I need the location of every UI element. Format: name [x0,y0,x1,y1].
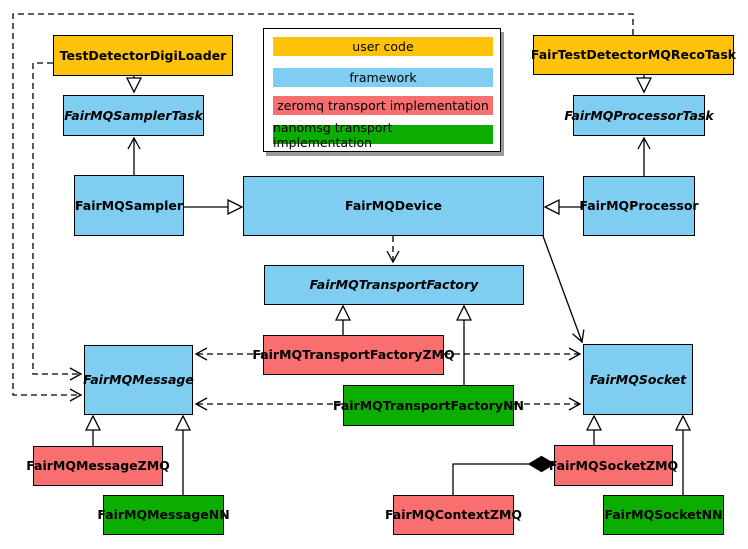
node-fairmqsampler: FairMQSampler [74,175,184,236]
node-fairmqsamplertask: FairMQSamplerTask [63,95,204,136]
edge-device-socket [542,235,585,344]
legend-item-user-code: user code [273,37,493,56]
legend-item-framework: framework [273,68,493,87]
edge-recotask-message [12,13,634,402]
node-fairmqsocketzmq: FairMQSocketZMQ [549,445,678,486]
node-fairtestdetectormqrecotask: FairTestDetectorMQRecoTask [531,35,736,75]
node-fairmqdevice: FairMQDevice [243,176,544,236]
legend-item-nanomsg-transport: nanomsg transport implementation [273,120,493,150]
node-fairmqtransportfactorynn: FairMQTransportFactoryNN [333,385,524,426]
node-fairmqcontextzmq: FairMQContextZMQ [385,495,522,535]
node-fairmqsocketnn: FairMQSocketNN [603,495,724,535]
node-testdetectordigiloader: TestDetectorDigiLoader [53,35,233,76]
legend-item-zeromq-transport: zeromq transport implementation [273,96,493,115]
legend: user code framework zeromq transport imp… [263,28,501,152]
node-fairmqprocessor: FairMQProcessor [579,176,699,236]
node-fairmqprocessortask: FairMQProcessorTask [564,95,714,136]
node-fairmqmessagezmq: FairMQMessageZMQ [26,446,170,486]
edge-context-socketzmq [452,463,529,495]
node-fairmqmessage: FairMQMessage [83,345,194,415]
node-fairmqtransportfactory: FairMQTransportFactory [264,265,524,305]
node-fairmqmessagenn: FairMQMessageNN [97,495,230,535]
node-fairmqsocket: FairMQSocket [583,344,693,415]
edge-digiloader-message [32,62,83,381]
node-fairmqtransportfactoryzmq: FairMQTransportFactoryZMQ [252,335,455,375]
